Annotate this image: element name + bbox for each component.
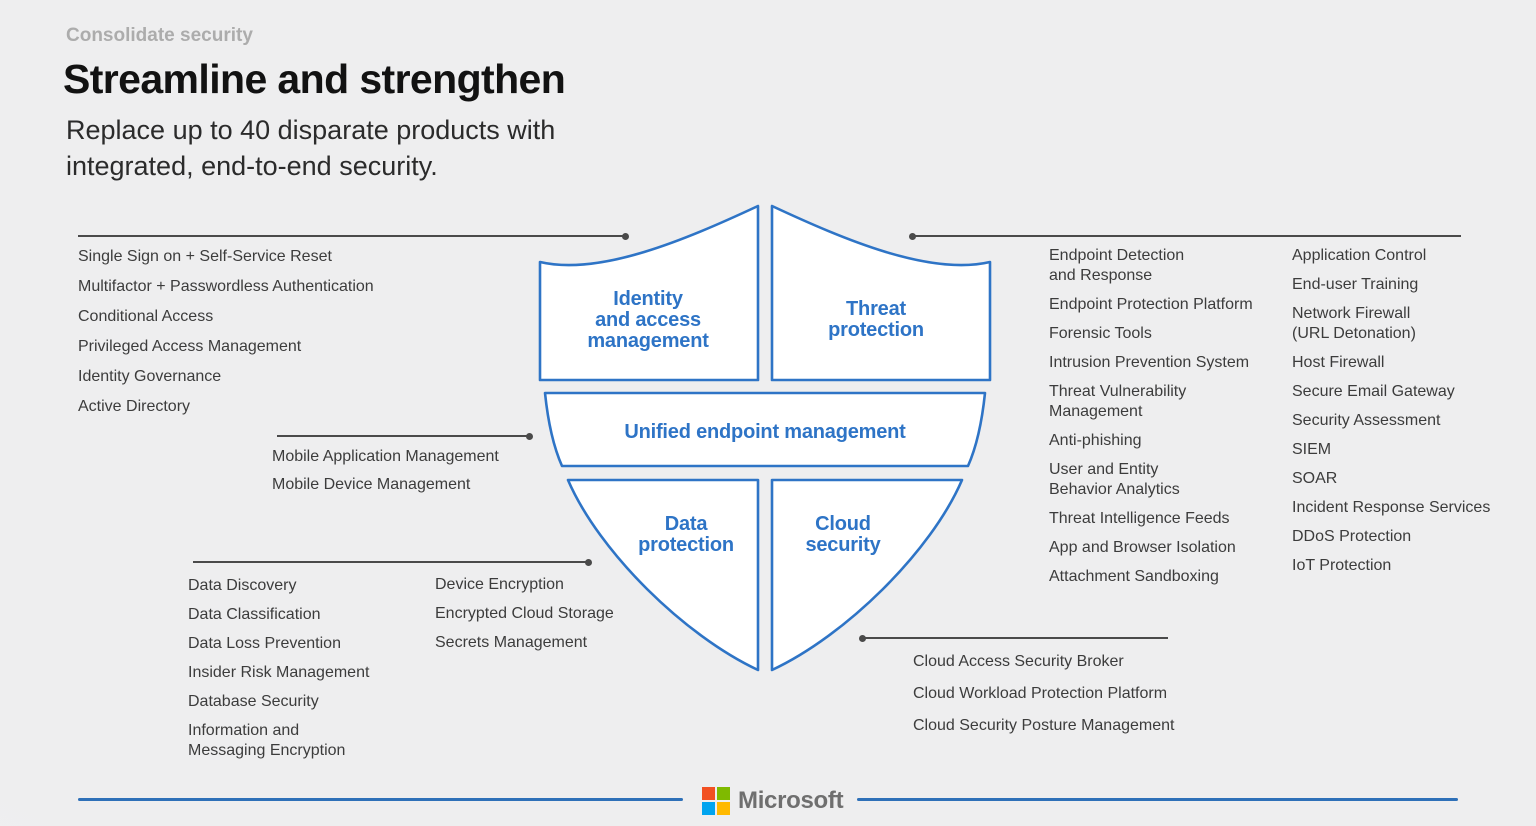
microsoft-logo-square-red bbox=[702, 787, 715, 800]
list-item: Host Firewall bbox=[1292, 354, 1385, 371]
page-title: Streamline and strengthen bbox=[63, 56, 566, 102]
list-item: Single Sign on + Self-Service Reset bbox=[78, 248, 332, 265]
identity-quadrant-shape bbox=[538, 204, 760, 382]
microsoft-logo-square-yellow bbox=[717, 802, 730, 815]
list-item: DDoS Protection bbox=[1292, 528, 1412, 545]
list-item: Data Discovery bbox=[188, 577, 297, 594]
list-item: Anti-phishing bbox=[1049, 432, 1142, 449]
list-item: Cloud Workload Protection Platform bbox=[913, 685, 1168, 702]
identity-products-list: Single Sign on + Self-Service Reset Mult… bbox=[78, 247, 508, 427]
list-item: Mobile Device Management bbox=[272, 476, 471, 493]
list-item: Cloud Security Posture Management bbox=[913, 717, 1175, 734]
threat-quadrant-label: Threat protection bbox=[828, 298, 924, 341]
list-item: Insider Risk Management bbox=[188, 664, 370, 681]
security-shield-diagram bbox=[538, 204, 992, 672]
uem-band-shape bbox=[543, 391, 987, 468]
data-products-list-col2: Device Encryption Encrypted Cloud Storag… bbox=[435, 575, 655, 662]
list-item: Active Directory bbox=[78, 398, 191, 415]
list-item: Security Assessment bbox=[1292, 412, 1441, 429]
threat-products-list-col2: Application Control End-user Training Ne… bbox=[1292, 246, 1522, 585]
list-item: Information and Messaging Encryption bbox=[188, 722, 346, 759]
list-item: Identity Governance bbox=[78, 368, 222, 385]
list-item: Privileged Access Management bbox=[78, 338, 302, 355]
threat-quadrant-shape bbox=[770, 204, 992, 382]
microsoft-wordmark: Microsoft bbox=[738, 787, 844, 814]
connector-threat bbox=[909, 232, 1461, 240]
data-quadrant-label: Data protection bbox=[638, 513, 734, 556]
connector-identity bbox=[78, 232, 629, 240]
microsoft-logo-square-blue bbox=[702, 802, 715, 815]
list-item: Incident Response Services bbox=[1292, 499, 1491, 516]
eyebrow-label: Consolidate security bbox=[66, 25, 253, 46]
list-item: End-user Training bbox=[1292, 276, 1419, 293]
list-item: Data Classification bbox=[188, 606, 321, 623]
list-item: App and Browser Isolation bbox=[1049, 539, 1236, 556]
list-item: Multifactor + Passwordless Authenticatio… bbox=[78, 278, 374, 295]
microsoft-logo-square-green bbox=[717, 787, 730, 800]
list-item: SIEM bbox=[1292, 441, 1332, 458]
connector-cloud bbox=[859, 634, 1168, 642]
data-quadrant-shape bbox=[566, 478, 760, 672]
list-item: Secure Email Gateway bbox=[1292, 383, 1455, 400]
mobile-management-list: Mobile Application Management Mobile Dev… bbox=[272, 447, 572, 503]
list-item: Database Security bbox=[188, 693, 319, 710]
list-item: Secrets Management bbox=[435, 634, 588, 651]
cloud-quadrant-label: Cloud security bbox=[805, 513, 881, 556]
cloud-products-list: Cloud Access Security Broker Cloud Workl… bbox=[913, 652, 1213, 748]
list-item: Application Control bbox=[1292, 247, 1427, 264]
connector-mobile bbox=[277, 432, 533, 440]
cloud-quadrant-shape bbox=[770, 478, 964, 672]
list-item: Endpoint Protection Platform bbox=[1049, 296, 1253, 313]
subtitle: Replace up to 40 disparate products with… bbox=[66, 115, 556, 181]
list-item: Network Firewall (URL Detonation) bbox=[1292, 305, 1416, 342]
list-item: Attachment Sandboxing bbox=[1049, 568, 1219, 585]
list-item: SOAR bbox=[1292, 470, 1338, 487]
connector-data bbox=[193, 558, 592, 566]
list-item: Cloud Access Security Broker bbox=[913, 653, 1124, 670]
footer-divider-left bbox=[78, 798, 683, 801]
data-products-list-col1: Data Discovery Data Classification Data … bbox=[188, 576, 428, 770]
list-item: Mobile Application Management bbox=[272, 448, 499, 465]
list-item: User and Entity Behavior Analytics bbox=[1049, 461, 1180, 498]
list-item: Encrypted Cloud Storage bbox=[435, 605, 614, 622]
list-item: IoT Protection bbox=[1292, 557, 1392, 574]
list-item: Data Loss Prevention bbox=[188, 635, 341, 652]
list-item: Intrusion Prevention System bbox=[1049, 354, 1250, 371]
list-item: Device Encryption bbox=[435, 576, 564, 593]
list-item: Threat Intelligence Feeds bbox=[1049, 510, 1230, 527]
list-item: Threat Vulnerability Management bbox=[1049, 383, 1187, 420]
uem-band-label: Unified endpoint management bbox=[624, 421, 906, 443]
microsoft-logo-icon bbox=[702, 787, 730, 815]
list-item: Forensic Tools bbox=[1049, 325, 1152, 342]
threat-products-list-col1: Endpoint Detection and Response Endpoint… bbox=[1049, 246, 1279, 596]
footer-divider-right bbox=[857, 798, 1458, 801]
identity-quadrant-label: Identity and access management bbox=[587, 288, 709, 352]
list-item: Conditional Access bbox=[78, 308, 214, 325]
list-item: Endpoint Detection and Response bbox=[1049, 247, 1185, 284]
